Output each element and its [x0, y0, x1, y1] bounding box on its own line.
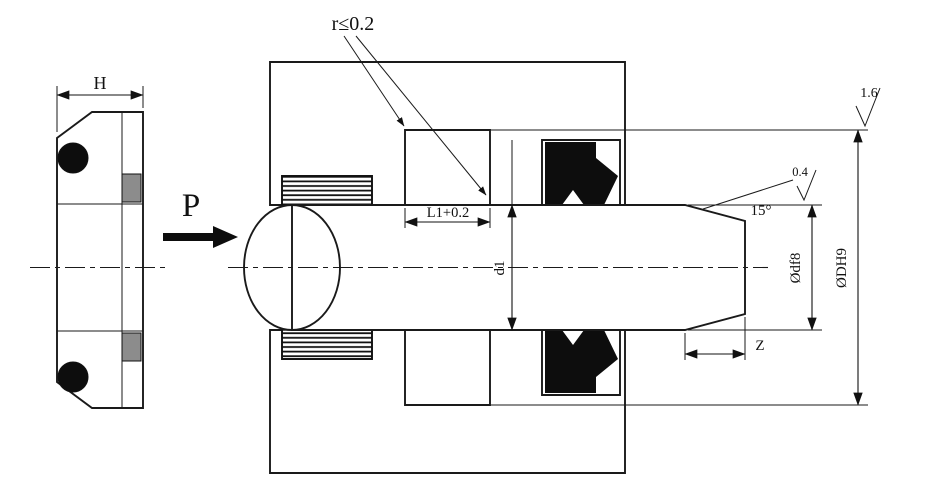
installed-seal-top: [545, 142, 618, 205]
label-radius-note: r≤0.2: [332, 13, 375, 35]
rod-body: [291, 204, 746, 331]
installed-seal-bottom: [545, 330, 618, 393]
label-groove-length: L1+0.2: [427, 205, 469, 221]
pressure-arrow-icon: [163, 226, 238, 248]
label-seal-width: H: [94, 73, 107, 93]
backup-ring-top: [121, 173, 142, 203]
radius-leader-2: [355, 35, 487, 196]
label-chamfer-length: Z: [755, 338, 764, 354]
label-roughness-rod: 0.4: [792, 165, 808, 179]
roughness-symbol-rod-icon: [796, 169, 817, 202]
label-pressure: P: [182, 188, 200, 224]
radius-leader-1: [343, 35, 405, 127]
pressure-indicator: P: [163, 188, 238, 248]
label-bore-diameter: ØDH9: [834, 248, 850, 288]
roughness-symbol-bore-icon: [855, 87, 881, 128]
seal-body-section: [56, 111, 144, 409]
chamfer-leader: [702, 179, 794, 210]
seal-cross-section-view: H: [30, 73, 168, 409]
backup-ring-bottom: [121, 332, 142, 362]
dimensions: r≤0.2 L1+0.2 d1 15° 0.4 1.6 Ødf8 ØDH9: [332, 13, 881, 406]
label-seal-inner-diameter: d1: [492, 261, 508, 276]
label-rod-diameter: Ødf8: [788, 253, 804, 284]
o-ring-energizer-top: [57, 142, 89, 174]
guide-strip-top: [281, 175, 373, 206]
installation-section: [228, 61, 768, 474]
label-chamfer-angle: 15°: [751, 203, 772, 219]
label-roughness-bore: 1.6: [860, 86, 878, 101]
guide-strip-bottom: [281, 329, 373, 360]
o-ring-energizer-bottom: [57, 361, 89, 393]
